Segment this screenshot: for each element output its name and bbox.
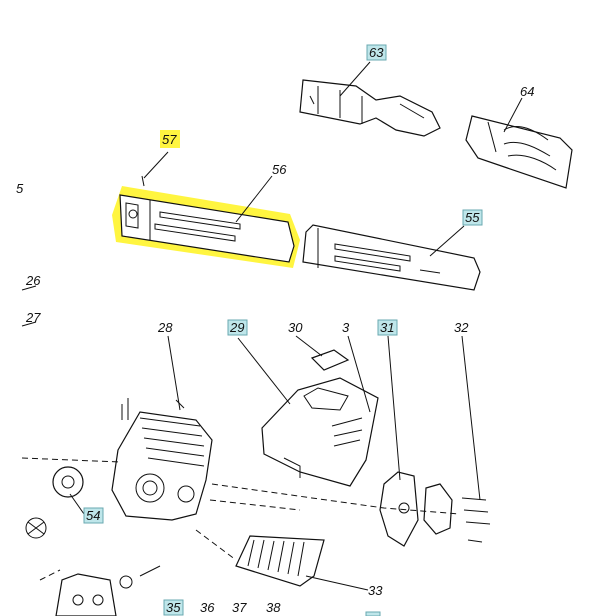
part-56-tube xyxy=(119,194,295,263)
label-37: 37 xyxy=(232,600,247,615)
label-28: 28 xyxy=(157,320,173,335)
part-31-cover xyxy=(379,471,453,547)
leader-55 xyxy=(429,225,465,257)
assembly-line-2 xyxy=(211,483,461,515)
part-64-nozzle xyxy=(465,115,573,189)
label-35: 35 xyxy=(166,600,181,615)
leader-29 xyxy=(237,337,291,405)
label-55: 55 xyxy=(465,210,480,225)
part-33-grille xyxy=(235,535,325,587)
leader-30 xyxy=(295,335,323,357)
leader-3 xyxy=(347,335,371,413)
part-63-nozzle xyxy=(299,79,441,137)
assembly-line-4 xyxy=(39,569,61,581)
leader-27 xyxy=(21,321,37,327)
leader-57 xyxy=(143,151,169,179)
label-54-box xyxy=(83,507,104,524)
label-31-box xyxy=(377,319,398,336)
label-36: 36 xyxy=(200,600,215,615)
part-56-highlight-group xyxy=(112,186,300,268)
label-27: 27 xyxy=(25,310,41,325)
part-32-screws xyxy=(461,497,491,543)
leader-26 xyxy=(21,285,37,291)
label-57-highlight xyxy=(160,130,180,148)
label-29-box xyxy=(227,319,248,336)
part-29-shroud xyxy=(261,377,379,487)
label-63: 63 xyxy=(369,45,384,60)
label-55-box xyxy=(462,209,483,226)
label-30: 30 xyxy=(288,320,303,335)
label-32: 32 xyxy=(454,320,469,335)
label-3: 3 xyxy=(342,320,350,335)
part-bottom-housing xyxy=(55,565,161,616)
assembly-line-3 xyxy=(195,529,237,561)
part-55-tube xyxy=(302,224,481,291)
label-38: 38 xyxy=(266,600,281,615)
label-edge-box xyxy=(365,611,381,616)
leader-64 xyxy=(503,97,523,133)
leader-54 xyxy=(69,493,85,515)
label-5: 5 xyxy=(16,181,24,196)
part-54-disk xyxy=(25,466,84,539)
label-26: 26 xyxy=(25,273,41,288)
leader-31 xyxy=(387,335,401,481)
label-54: 54 xyxy=(86,508,100,523)
leader-33 xyxy=(305,575,369,591)
label-31: 31 xyxy=(380,320,394,335)
leader-56 xyxy=(235,175,273,223)
assembly-line-5 xyxy=(209,499,301,511)
label-33: 33 xyxy=(368,583,383,598)
label-35-box xyxy=(163,599,184,616)
leader-28 xyxy=(167,335,181,411)
part-57-pin xyxy=(141,175,145,187)
label-57: 57 xyxy=(162,132,177,147)
leader-32 xyxy=(461,335,481,501)
label-56: 56 xyxy=(272,162,287,177)
label-63-box xyxy=(366,44,387,61)
label-29: 29 xyxy=(229,320,244,335)
leader-63 xyxy=(339,61,371,97)
assembly-line-1 xyxy=(21,457,121,463)
label-64: 64 xyxy=(520,84,534,99)
part-28-engine xyxy=(111,398,213,521)
